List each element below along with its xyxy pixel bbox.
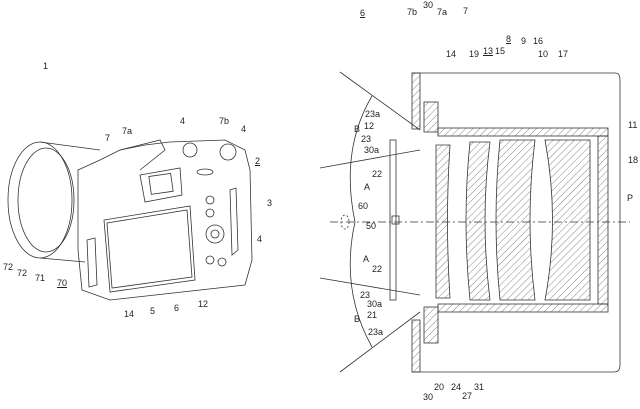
camera-drawing [7,139,253,301]
label-6: 6 [360,8,366,18]
label-7a: 7a [437,7,448,17]
label-4: 4 [180,116,186,126]
label-8: 8 [506,34,512,44]
label-23a: 23a [365,109,381,119]
label-12: 12 [198,299,209,309]
label-P: P [627,193,634,203]
label-11: 11 [628,120,638,130]
label-7b: 7b [219,116,230,126]
label-15: 15 [495,46,506,56]
label-16: 16 [533,36,544,46]
label-B: B [354,314,361,324]
label-7: 7 [105,133,111,143]
label-A: A [363,254,370,264]
label-60: 60 [358,201,369,211]
label-12: 12 [364,121,375,131]
label-23a: 23a [368,327,384,337]
label-5: 5 [150,306,156,316]
label-70: 70 [57,278,68,288]
label-22: 22 [372,169,383,179]
label-22: 22 [372,264,383,274]
label-B: B [354,124,361,134]
label-4: 4 [241,124,247,134]
label-30a: 30a [364,145,380,155]
label-24: 24 [451,382,462,392]
label-3: 3 [267,198,273,208]
label-1: 1 [43,61,49,71]
label-7a: 7a [122,126,133,136]
label-20: 20 [434,382,445,392]
label-19: 19 [469,49,480,59]
label-31: 31 [474,382,485,392]
label-71: 71 [35,273,46,283]
label-72: 72 [3,262,14,272]
label-14: 14 [446,49,457,59]
label-7: 7 [463,6,469,16]
label-30: 30 [423,0,434,10]
label-9: 9 [521,36,527,46]
label-A: A [364,182,371,192]
label-18: 18 [628,155,639,165]
label-4: 4 [257,234,263,244]
label-30a: 30a [367,299,383,309]
label-17: 17 [558,49,569,59]
label-6: 6 [174,303,180,313]
label-21: 21 [367,310,378,320]
label-13: 13 [483,46,494,56]
label-2: 2 [255,156,261,166]
label-27: 27 [462,391,473,401]
label-30: 30 [423,392,434,402]
label-23: 23 [360,290,371,300]
label-50: 50 [366,221,377,231]
label-10: 10 [538,49,549,59]
label-14: 14 [124,309,135,319]
viewfinder-section-drawing [319,71,630,373]
label-7b: 7b [407,7,418,17]
label-72: 72 [17,268,28,278]
label-23: 23 [361,134,372,144]
